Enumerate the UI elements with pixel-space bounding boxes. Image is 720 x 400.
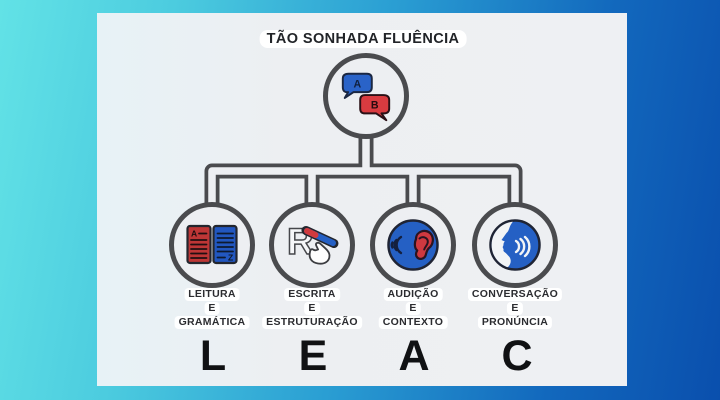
branch-node-escrita: R xyxy=(269,202,355,288)
branch-node-audicao xyxy=(370,202,456,288)
speaking-face-icon xyxy=(489,219,541,271)
label-conversacao: CONVERSAÇÃO E PRONÚNCIA xyxy=(467,287,563,330)
label-leitura: LEITURA E GRAMÁTICA xyxy=(174,287,250,330)
root-node-fluency: A B xyxy=(323,53,409,139)
label-line: PRONÚNCIA xyxy=(477,316,553,329)
label-line: ESCRITA xyxy=(284,288,340,301)
label-line: AUDIÇÃO xyxy=(383,288,443,301)
bubble-b-letter: B xyxy=(371,100,379,112)
label-line: LEITURA xyxy=(184,288,240,301)
diagram-title: TÃO SONHADA FLUÊNCIA xyxy=(259,30,467,48)
label-line: E xyxy=(405,302,421,315)
bubble-a-letter: A xyxy=(353,78,361,90)
label-line: E xyxy=(304,302,320,315)
label-line: GRAMÁTICA xyxy=(174,316,250,329)
writing-hand-icon: R xyxy=(286,220,339,265)
label-line: E xyxy=(507,302,523,315)
acronym-letter-a: A xyxy=(398,332,430,380)
acronym-letter-l: L xyxy=(199,332,227,380)
listening-ear-icon xyxy=(387,219,439,271)
label-audicao: AUDIÇÃO E CONTEXTO xyxy=(378,287,448,330)
acronym-letter-c: C xyxy=(501,332,533,380)
label-line: CONTEXTO xyxy=(378,316,448,329)
branch-node-leitura: A Z xyxy=(169,202,255,288)
book-z-letter: Z xyxy=(228,253,233,263)
acronym-letter-e: E xyxy=(298,332,328,380)
branch-node-conversacao xyxy=(472,202,558,288)
book-a-letter: A xyxy=(191,229,197,239)
label-line: E xyxy=(204,302,220,315)
chat-bubbles-icon: A B xyxy=(341,72,391,122)
open-book-icon: A Z xyxy=(186,224,238,265)
label-line: CONVERSAÇÃO xyxy=(467,288,563,301)
label-escrita: ESCRITA E ESTRUTURAÇÃO xyxy=(262,287,362,330)
label-line: ESTRUTURAÇÃO xyxy=(262,316,362,329)
